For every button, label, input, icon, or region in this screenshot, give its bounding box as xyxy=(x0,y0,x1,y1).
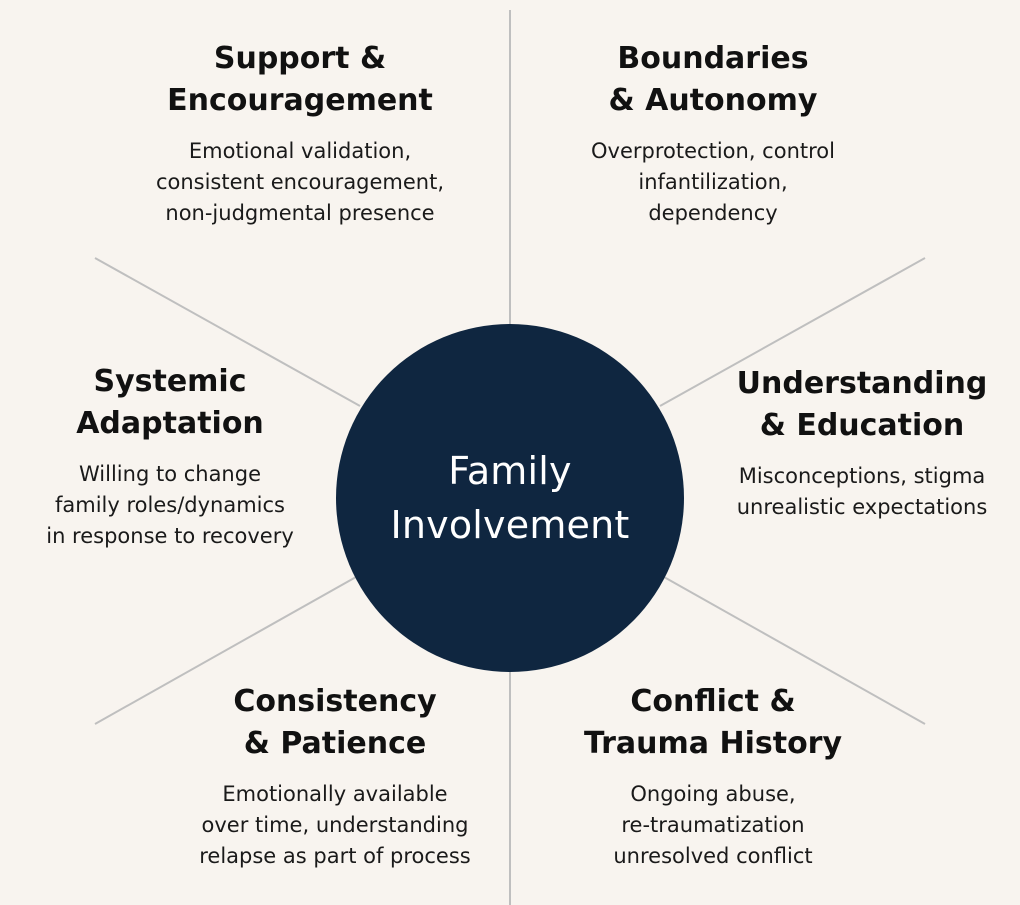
node-description-line: Emotional validation, xyxy=(188,139,412,163)
node-description: Overprotection, control infantilization,… xyxy=(548,136,878,229)
node-title-line: Adaptation xyxy=(76,406,264,441)
node-systemic-adaptation: Systemic Adaptation Willing to change fa… xyxy=(20,361,320,552)
node-support-encouragement: Support & Encouragement Emotional valida… xyxy=(130,38,470,229)
node-boundaries-autonomy: Boundaries & Autonomy Overprotection, co… xyxy=(548,38,878,229)
node-description-line: relapse as part of process xyxy=(199,844,471,868)
node-conflict-trauma: Conflict & Trauma History Ongoing abuse,… xyxy=(548,681,878,872)
node-description: Misconceptions, stigma unrealistic expec… xyxy=(712,461,1012,523)
center-title-line-2: Involvement xyxy=(390,503,630,547)
node-title-line: & Education xyxy=(759,408,965,443)
connector-upper-left xyxy=(94,257,361,407)
node-title-line: Understanding xyxy=(736,366,988,401)
node-title-line: Conflict & xyxy=(630,684,796,719)
node-description-line: infantilization, xyxy=(638,170,788,194)
node-description: Willing to change family roles/dynamics … xyxy=(20,459,320,552)
family-involvement-circle: Family Involvement xyxy=(336,324,684,672)
node-title: Boundaries & Autonomy xyxy=(548,38,878,122)
node-title-line: Boundaries xyxy=(617,41,809,76)
node-understanding-education: Understanding & Education Misconceptions… xyxy=(712,363,1012,523)
node-description-line: over time, understanding xyxy=(201,813,469,837)
node-description-line: unrealistic expectations xyxy=(736,495,988,519)
node-description: Ongoing abuse, re-traumatization unresol… xyxy=(548,779,878,872)
node-title-line: & Autonomy xyxy=(608,83,818,118)
node-title-line: Systemic xyxy=(93,364,247,399)
node-title: Understanding & Education xyxy=(712,363,1012,447)
connector-upper-right xyxy=(659,257,926,407)
node-title: Conflict & Trauma History xyxy=(548,681,878,765)
node-title-line: Encouragement xyxy=(167,83,433,118)
node-title-line: Support & xyxy=(213,41,387,76)
node-description-line: Emotionally available xyxy=(222,782,448,806)
node-title: Systemic Adaptation xyxy=(20,361,320,445)
node-title-line: & Patience xyxy=(243,726,427,761)
node-title: Consistency & Patience xyxy=(170,681,500,765)
node-description-line: dependency xyxy=(648,201,778,225)
node-description: Emotionally available over time, underst… xyxy=(170,779,500,872)
node-description-line: Overprotection, control xyxy=(591,139,835,163)
node-description-line: family roles/dynamics xyxy=(55,493,285,517)
node-description-line: in response to recovery xyxy=(46,524,294,548)
node-description-line: Willing to change xyxy=(79,462,261,486)
connector-lower-right xyxy=(663,576,926,725)
node-title: Support & Encouragement xyxy=(130,38,470,122)
node-description-line: Ongoing abuse, xyxy=(630,782,796,806)
connector-lower-left xyxy=(94,576,357,725)
node-description: Emotional validation, consistent encoura… xyxy=(130,136,470,229)
center-title-line-1: Family xyxy=(448,449,572,493)
node-description-line: re-traumatization xyxy=(621,813,805,837)
node-title-line: Consistency xyxy=(233,684,437,719)
node-description-line: Misconceptions, stigma xyxy=(738,464,986,488)
node-description-line: consistent encouragement, xyxy=(155,170,445,194)
node-description-line: non-judgmental presence xyxy=(165,201,435,225)
node-title-line: Trauma History xyxy=(583,726,843,761)
node-description-line: unresolved conflict xyxy=(613,844,813,868)
node-consistency-patience: Consistency & Patience Emotionally avail… xyxy=(170,681,500,872)
